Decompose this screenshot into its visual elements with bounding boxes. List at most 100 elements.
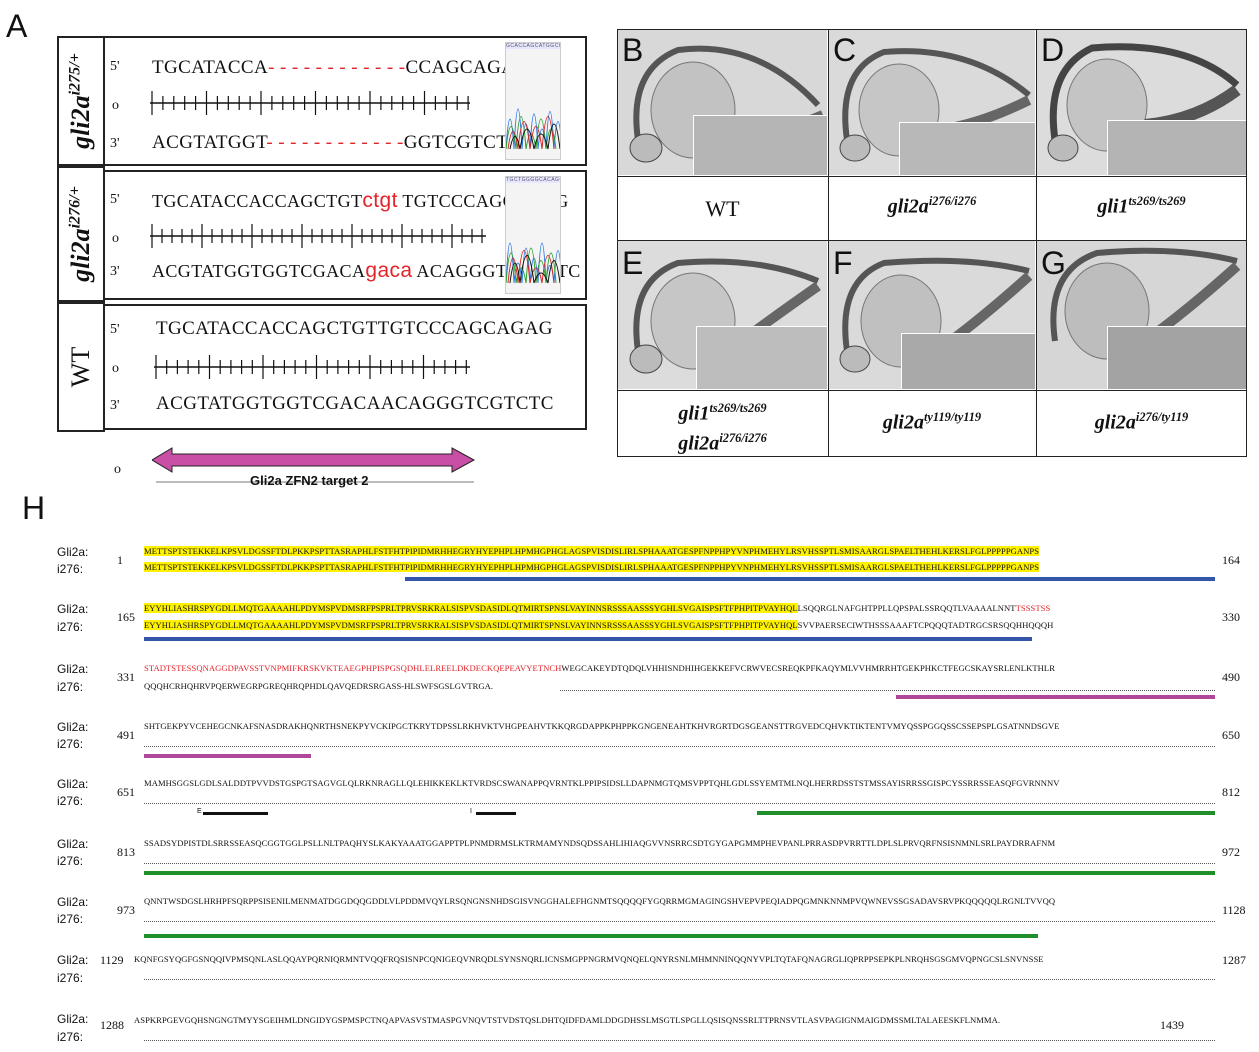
gli2a-sequence: SSADSYDPISTDLSRRSSEASQCGGTGGLPSLLNLTPAQH…	[144, 838, 1056, 848]
motif-mark-e: E	[197, 808, 202, 815]
seq-label-i276: i276:	[57, 854, 84, 868]
strand-3-prime: 3'	[110, 264, 120, 279]
inset-image	[901, 333, 1035, 389]
caption-d: gli1ts269/ts269	[1097, 194, 1186, 218]
sequence-ticks	[150, 91, 470, 115]
dotted-gap	[560, 690, 1215, 691]
seq-label-i276: i276:	[57, 1030, 84, 1044]
caption-f: gli2aty119/ty119	[882, 410, 982, 434]
panel-label-d: D	[1041, 32, 1065, 68]
insertion: ctgt	[362, 189, 398, 212]
panel-label-a: A	[6, 8, 28, 44]
i276-sequence: EYYHLIASHRSPYGDLLMQTGAAAAHLPDYMSPVDMSRFP…	[144, 620, 1054, 630]
zfn-target-label: Gli2a ZFN2 target 2	[250, 473, 369, 488]
seq-label-gli2a: Gli2a:	[57, 895, 89, 909]
embryo-image-g	[1037, 241, 1246, 389]
caption-wt: WT	[705, 196, 740, 221]
embryo-image-d	[1037, 30, 1246, 175]
inset-image	[693, 115, 827, 175]
gli2a-sequence: MAMHSGGSLGDLSALDDTPVVDSTGSPGTSAGVGLQLRKN…	[144, 778, 1060, 788]
panel-label-e: E	[622, 245, 644, 281]
gli2a-sequence: EYYHLIASHRSPYGDLLMQTGAAAAHLPDYMSPVDMSRFP…	[144, 603, 1051, 613]
gli2a-sequence: STADTSTESSQNAGGDPAVSSTVNPMIFKRSKVKTEAEGP…	[144, 663, 1056, 673]
domain-bar-magenta	[144, 754, 311, 758]
seq-label-i276: i276:	[57, 794, 84, 808]
strand-5-prime: 5'	[110, 192, 120, 207]
genotype-label-box-i275: gli2ai275/+	[57, 36, 105, 166]
seq-label-gli2a: Gli2a:	[57, 602, 89, 616]
grid-line	[617, 390, 1247, 391]
dotted-gap	[144, 746, 1215, 747]
deletion-gap: - - - - - - - - - - - -	[266, 132, 404, 153]
inset-image	[696, 326, 827, 389]
caption-e: gli1ts269/ts269 gli2ai276/i276	[678, 401, 767, 455]
domain-bar-magenta	[896, 695, 1215, 699]
chromatogram-trace: TGCTGGGGCACAGCC	[505, 176, 561, 294]
gli2a-sequence: METTSPTSTEKKELKPSVLDGSSFTDLPKKPSPTTASRAP…	[144, 546, 1040, 556]
embryo-image-b	[618, 30, 827, 175]
inset-image	[899, 122, 1035, 175]
genotype-label-box-wt: WT	[57, 302, 105, 432]
strand-3-prime: 3'	[110, 136, 120, 151]
strand-3-prime: 3'	[110, 398, 120, 413]
motif-bar-i	[476, 812, 516, 815]
seq-label-i276: i276:	[57, 562, 84, 576]
zfn-target-arrow	[152, 447, 476, 483]
seq-label-gli2a: Gli2a:	[57, 662, 89, 676]
panel-label-f: F	[833, 245, 853, 281]
strand-mid: o	[112, 361, 119, 376]
arrow-row-mark: o	[114, 462, 121, 477]
genotype-label-i275: gli2ai275/+	[66, 53, 95, 149]
domain-bar-blue	[144, 637, 1032, 641]
seq-label-gli2a: Gli2a:	[57, 837, 89, 851]
row-end-number: 490	[1222, 670, 1240, 684]
panel-label-h: H	[22, 490, 46, 526]
sequence-ticks	[150, 224, 486, 248]
grid-line	[828, 29, 829, 457]
genotype-label-wt: WT	[66, 346, 95, 388]
grid-line	[617, 176, 1247, 177]
row-end-number: 1439	[1160, 1018, 1184, 1032]
row-start-number: 1129	[100, 953, 124, 967]
seq-label-i276: i276:	[57, 912, 84, 926]
domain-bar-green	[757, 811, 1215, 815]
caption-g: gli2ai276/ty119	[1094, 410, 1189, 434]
top-strand-seq: TGCATACCACCAGCTGTTGTCCCAGCAGAG	[156, 318, 553, 339]
panel-label-b: B	[622, 32, 644, 68]
dotted-gap	[144, 863, 1215, 864]
seq-label-i276: i276:	[57, 680, 84, 694]
row-start-number: 651	[117, 785, 135, 799]
panel-label-g: G	[1041, 245, 1066, 281]
gli2a-sequence: SHTGEKPYVCEHEGCNKAFSNASDRAKHQNRTHSNEKPYV…	[144, 721, 1060, 731]
gli2a-sequence: KQNFGSYQGFGSNQQIVPMSQNLASLQQAYPQRNIQRMNT…	[134, 954, 1044, 964]
domain-bar-blue	[405, 577, 1215, 581]
row-end-number: 1128	[1222, 903, 1246, 917]
bottom-strand-seq: ACGTATGGT- - - - - - - - - - - -GGTCGTCT…	[152, 132, 522, 153]
row-start-number: 331	[117, 670, 135, 684]
domain-bar-green	[144, 934, 1038, 938]
seq-label-gli2a: Gli2a:	[57, 777, 89, 791]
row-start-number: 973	[117, 903, 135, 917]
strand-5-prime: 5'	[110, 59, 120, 74]
strand-mid: o	[112, 98, 119, 113]
gli2a-sequence: ASPKRPGEVGQHSNGNGTMYYSGEIHMLDNGIDYGSPMSP…	[134, 1015, 1001, 1025]
genotype-label-box-i276: gli2ai276/+	[57, 166, 105, 302]
dotted-gap	[144, 921, 1215, 922]
dotted-gap	[144, 1040, 1215, 1041]
deletion-gap: - - - - - - - - - - - -	[268, 57, 406, 78]
seq-label-i276: i276:	[57, 620, 84, 634]
embryo-image-f	[829, 241, 1035, 389]
dotted-gap	[144, 803, 1215, 804]
genotype-label-i276: gli2ai276/+	[66, 186, 95, 282]
inset-image	[1107, 326, 1246, 389]
row-end-number: 330	[1222, 610, 1240, 624]
row-start-number: 1288	[100, 1018, 124, 1032]
row-end-number: 1287	[1222, 953, 1246, 967]
strand-mid: o	[112, 231, 119, 246]
top-strand-seq: TGCATACCA- - - - - - - - - - - -CCAGCAGA…	[152, 57, 530, 78]
strand-5-prime: 5'	[110, 322, 120, 337]
insertion: gaca	[365, 259, 413, 282]
sequence-ticks	[154, 355, 470, 379]
motif-bar-e	[203, 812, 268, 815]
row-start-number: 165	[117, 610, 135, 624]
